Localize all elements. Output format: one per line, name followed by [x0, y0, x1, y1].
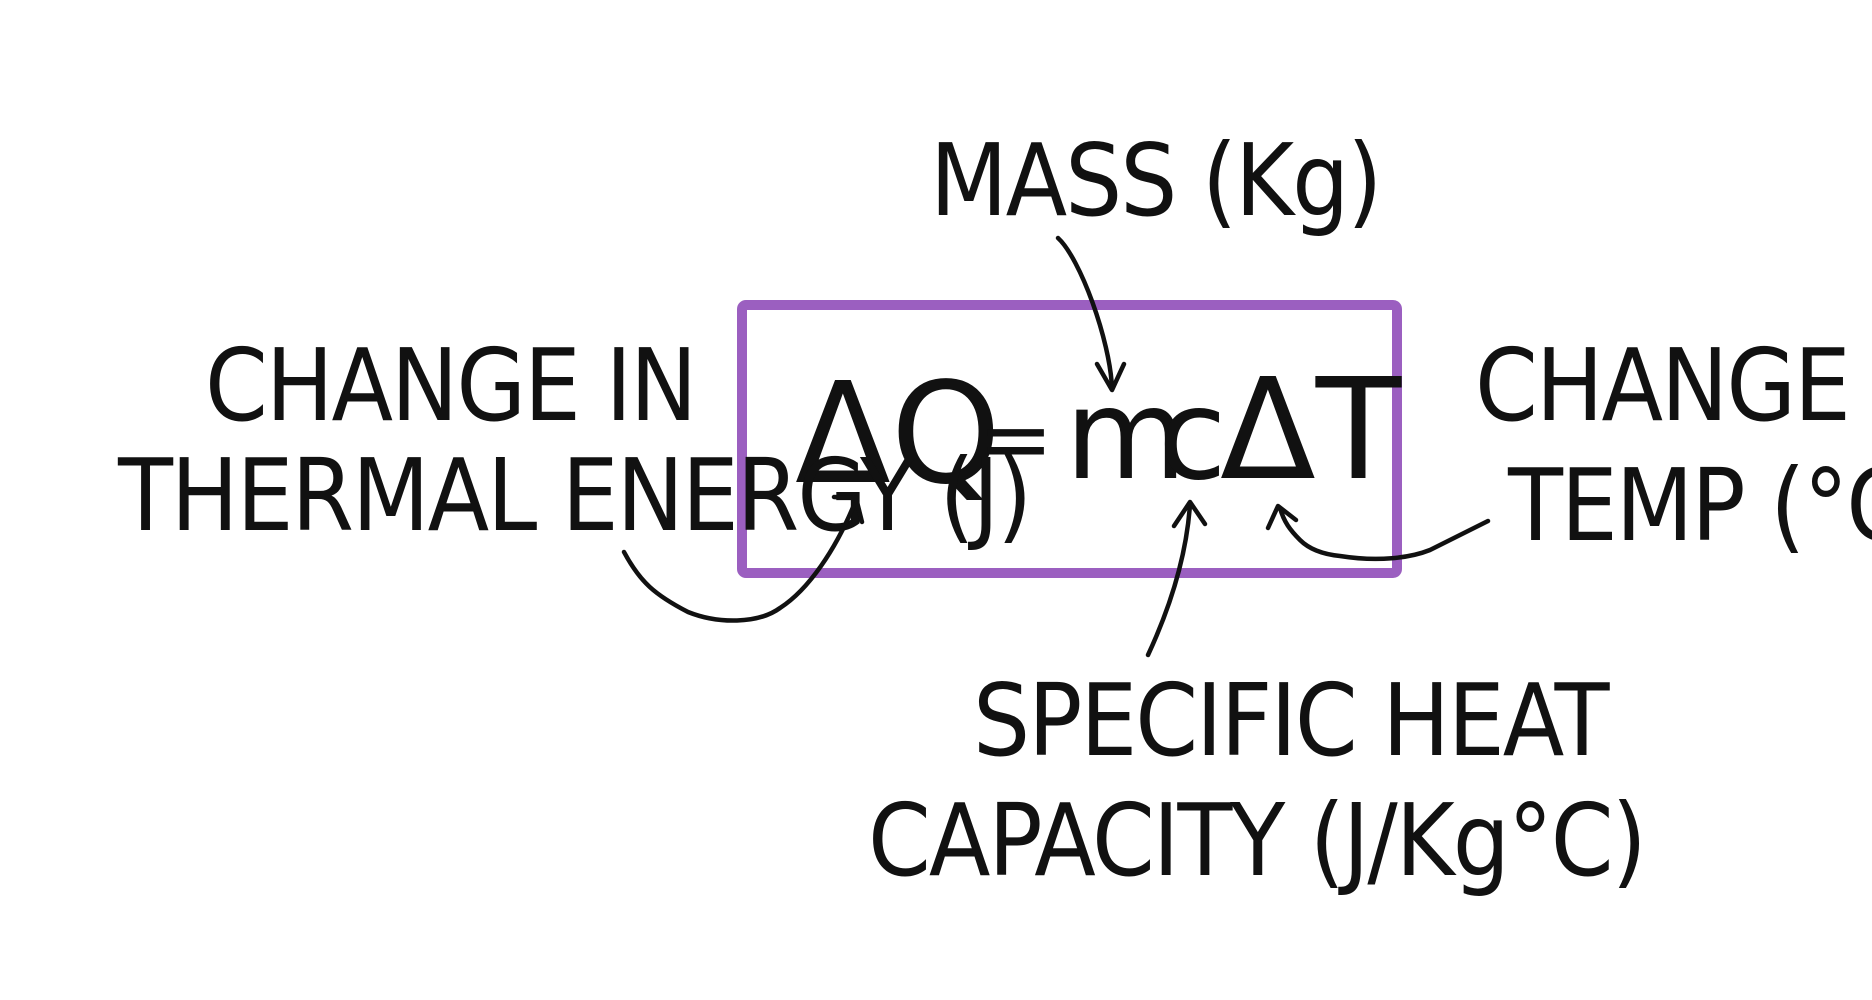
mass-symbol: m — [1065, 363, 1187, 508]
thermal-energy-arrow — [621, 494, 865, 623]
equals-sign: = — [978, 387, 1053, 492]
temp-label-line2: TEMP (°C) — [1507, 447, 1872, 564]
temp-label-line1: CHANGE IN — [1475, 327, 1872, 444]
thermal-energy-label-line1: CHANGE IN — [205, 327, 695, 444]
thermal-energy-label-line2: THERMAL ENERGY (J) — [117, 437, 1030, 554]
specific-heat-arrow — [1145, 499, 1208, 658]
delta-q-symbol: ΔQ — [795, 353, 1001, 516]
temp-arrow — [1265, 503, 1491, 562]
equation-box — [737, 300, 1402, 578]
mass-label: MASS (Kg) — [930, 122, 1380, 239]
shc-label-line1: SPECIFIC HEAT — [973, 662, 1611, 779]
shc-label-line2: CAPACITY (J/Kg°C) — [868, 782, 1645, 899]
delta-t-symbol: ΔT — [1220, 349, 1402, 512]
specific-heat-symbol: c — [1158, 363, 1227, 508]
mass-arrow — [1055, 235, 1127, 393]
